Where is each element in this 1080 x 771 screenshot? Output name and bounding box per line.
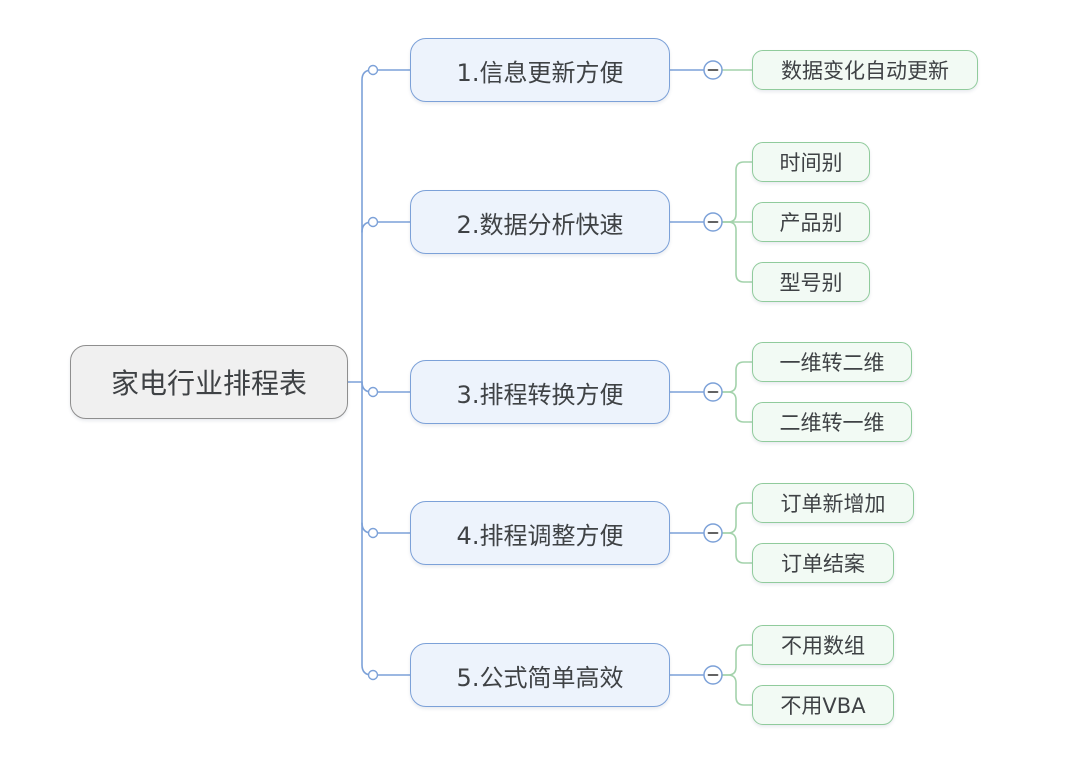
circle-handle-icon[interactable]: [367, 669, 379, 681]
connector-child-5b: [721, 674, 753, 706]
connector-child-3b: [721, 391, 753, 423]
child-node[interactable]: 不用VBA: [752, 685, 894, 725]
child-node[interactable]: 数据变化自动更新: [752, 50, 978, 90]
connector-child-2a: [721, 161, 753, 223]
minus-circle-icon[interactable]: [703, 665, 723, 685]
child-node[interactable]: 订单新增加: [752, 483, 914, 523]
circle-handle-icon[interactable]: [367, 527, 379, 539]
connector-child-5a: [721, 644, 753, 676]
branch-node-4[interactable]: 4.排程调整方便: [410, 501, 670, 565]
connector-trunk-branch-1: [361, 69, 412, 383]
minus-circle-icon[interactable]: [703, 523, 723, 543]
branch-node-2[interactable]: 2.数据分析快速: [410, 190, 670, 254]
branch-node-1[interactable]: 1.信息更新方便: [410, 38, 670, 102]
child-node[interactable]: 不用数组: [752, 625, 894, 665]
child-node[interactable]: 二维转一维: [752, 402, 912, 442]
minus-circle-icon[interactable]: [703, 212, 723, 232]
connector-child-2c: [721, 221, 753, 283]
branch-node-3[interactable]: 3.排程转换方便: [410, 360, 670, 424]
circle-handle-icon[interactable]: [367, 64, 379, 76]
circle-handle-icon[interactable]: [367, 386, 379, 398]
connector-child-3a: [721, 361, 753, 393]
child-node[interactable]: 型号别: [752, 262, 870, 302]
child-node[interactable]: 订单结案: [752, 543, 894, 583]
connector-trunk-branch-5: [361, 381, 412, 676]
child-node[interactable]: 一维转二维: [752, 342, 912, 382]
connector-child-4a: [721, 502, 753, 534]
connector-child-4b: [721, 532, 753, 564]
root-node[interactable]: 家电行业排程表: [70, 345, 348, 419]
minus-circle-icon[interactable]: [703, 382, 723, 402]
circle-handle-icon[interactable]: [367, 216, 379, 228]
child-node[interactable]: 产品别: [752, 202, 870, 242]
minus-circle-icon[interactable]: [703, 60, 723, 80]
child-node[interactable]: 时间别: [752, 142, 870, 182]
branch-node-5[interactable]: 5.公式简单高效: [410, 643, 670, 707]
